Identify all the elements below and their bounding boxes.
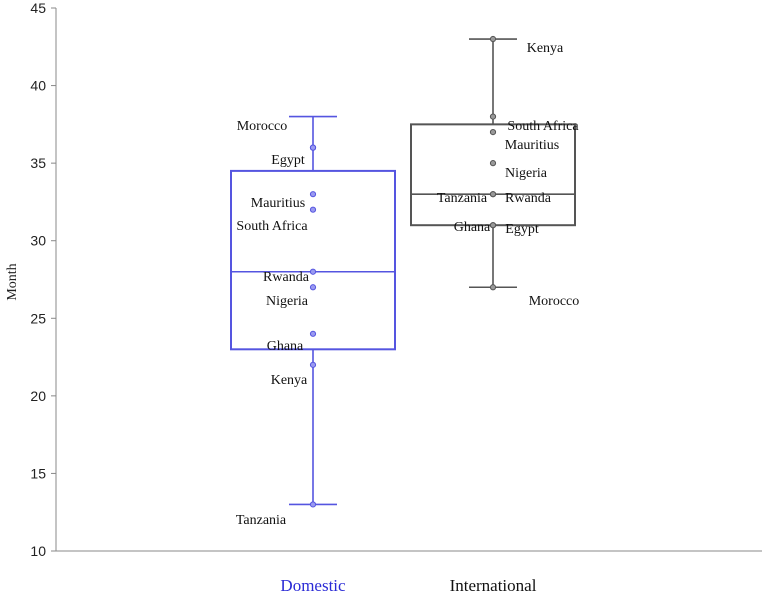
data-point-label: Rwanda — [263, 270, 310, 285]
series-layer — [230, 35, 576, 508]
data-point-label: Kenya — [271, 373, 308, 388]
data-point-label: Egypt — [505, 222, 539, 237]
y-tick-label: 40 — [30, 78, 46, 94]
data-point — [489, 191, 497, 198]
data-point — [489, 129, 497, 136]
data-point — [309, 144, 317, 151]
data-point — [489, 160, 497, 167]
data-point — [489, 113, 497, 120]
data-point-label: Nigeria — [505, 166, 548, 181]
data-point — [309, 268, 317, 275]
y-tick-label: 45 — [30, 0, 46, 16]
data-point — [309, 330, 317, 337]
box-series-domestic — [230, 115, 396, 508]
x-category-label: International — [450, 576, 537, 593]
data-point — [309, 191, 317, 198]
box-series-international — [410, 35, 576, 291]
y-tick-label: 30 — [30, 233, 46, 249]
data-point-label: Morocco — [237, 119, 288, 134]
y-axis-title: Month — [5, 263, 20, 300]
data-point — [309, 284, 317, 291]
data-point — [489, 284, 497, 291]
iqr-box — [230, 169, 396, 351]
data-point — [309, 206, 317, 213]
data-point-label: Mauritius — [505, 138, 559, 153]
data-point-label: Nigeria — [266, 294, 309, 309]
y-tick-label: 25 — [30, 310, 46, 326]
data-point-label: South Africa — [507, 119, 579, 134]
data-point-label: Mauritius — [251, 196, 305, 211]
data-point-label: South Africa — [236, 219, 308, 234]
data-point-label: Rwanda — [505, 191, 552, 206]
data-point-label: Tanzania — [236, 513, 287, 528]
data-point-label: Ghana — [267, 339, 304, 354]
data-point-label: Kenya — [527, 41, 564, 56]
y-tick-label: 35 — [30, 155, 46, 171]
data-point-label: Ghana — [454, 220, 491, 235]
data-point-label: Egypt — [271, 153, 305, 168]
data-point-label: Morocco — [529, 294, 580, 309]
y-tick-label: 10 — [30, 543, 46, 559]
data-point — [489, 35, 497, 43]
x-category-label: Domestic — [280, 576, 346, 593]
data-point — [489, 222, 497, 229]
data-point — [309, 361, 317, 368]
data-point-label: Tanzania — [437, 191, 488, 206]
y-tick-label: 15 — [30, 465, 46, 481]
y-tick-label: 20 — [30, 388, 46, 404]
data-point — [309, 501, 317, 508]
